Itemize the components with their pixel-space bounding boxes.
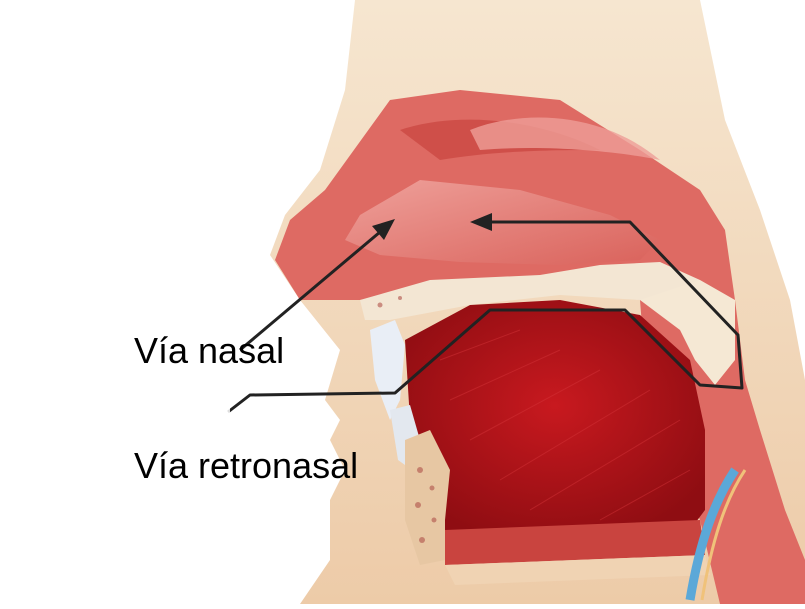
label-via-nasal: Vía nasal — [134, 333, 284, 369]
label-via-retronasal: Vía retronasal — [134, 448, 358, 484]
label-backdrop — [60, 370, 230, 430]
tongue — [405, 300, 705, 535]
